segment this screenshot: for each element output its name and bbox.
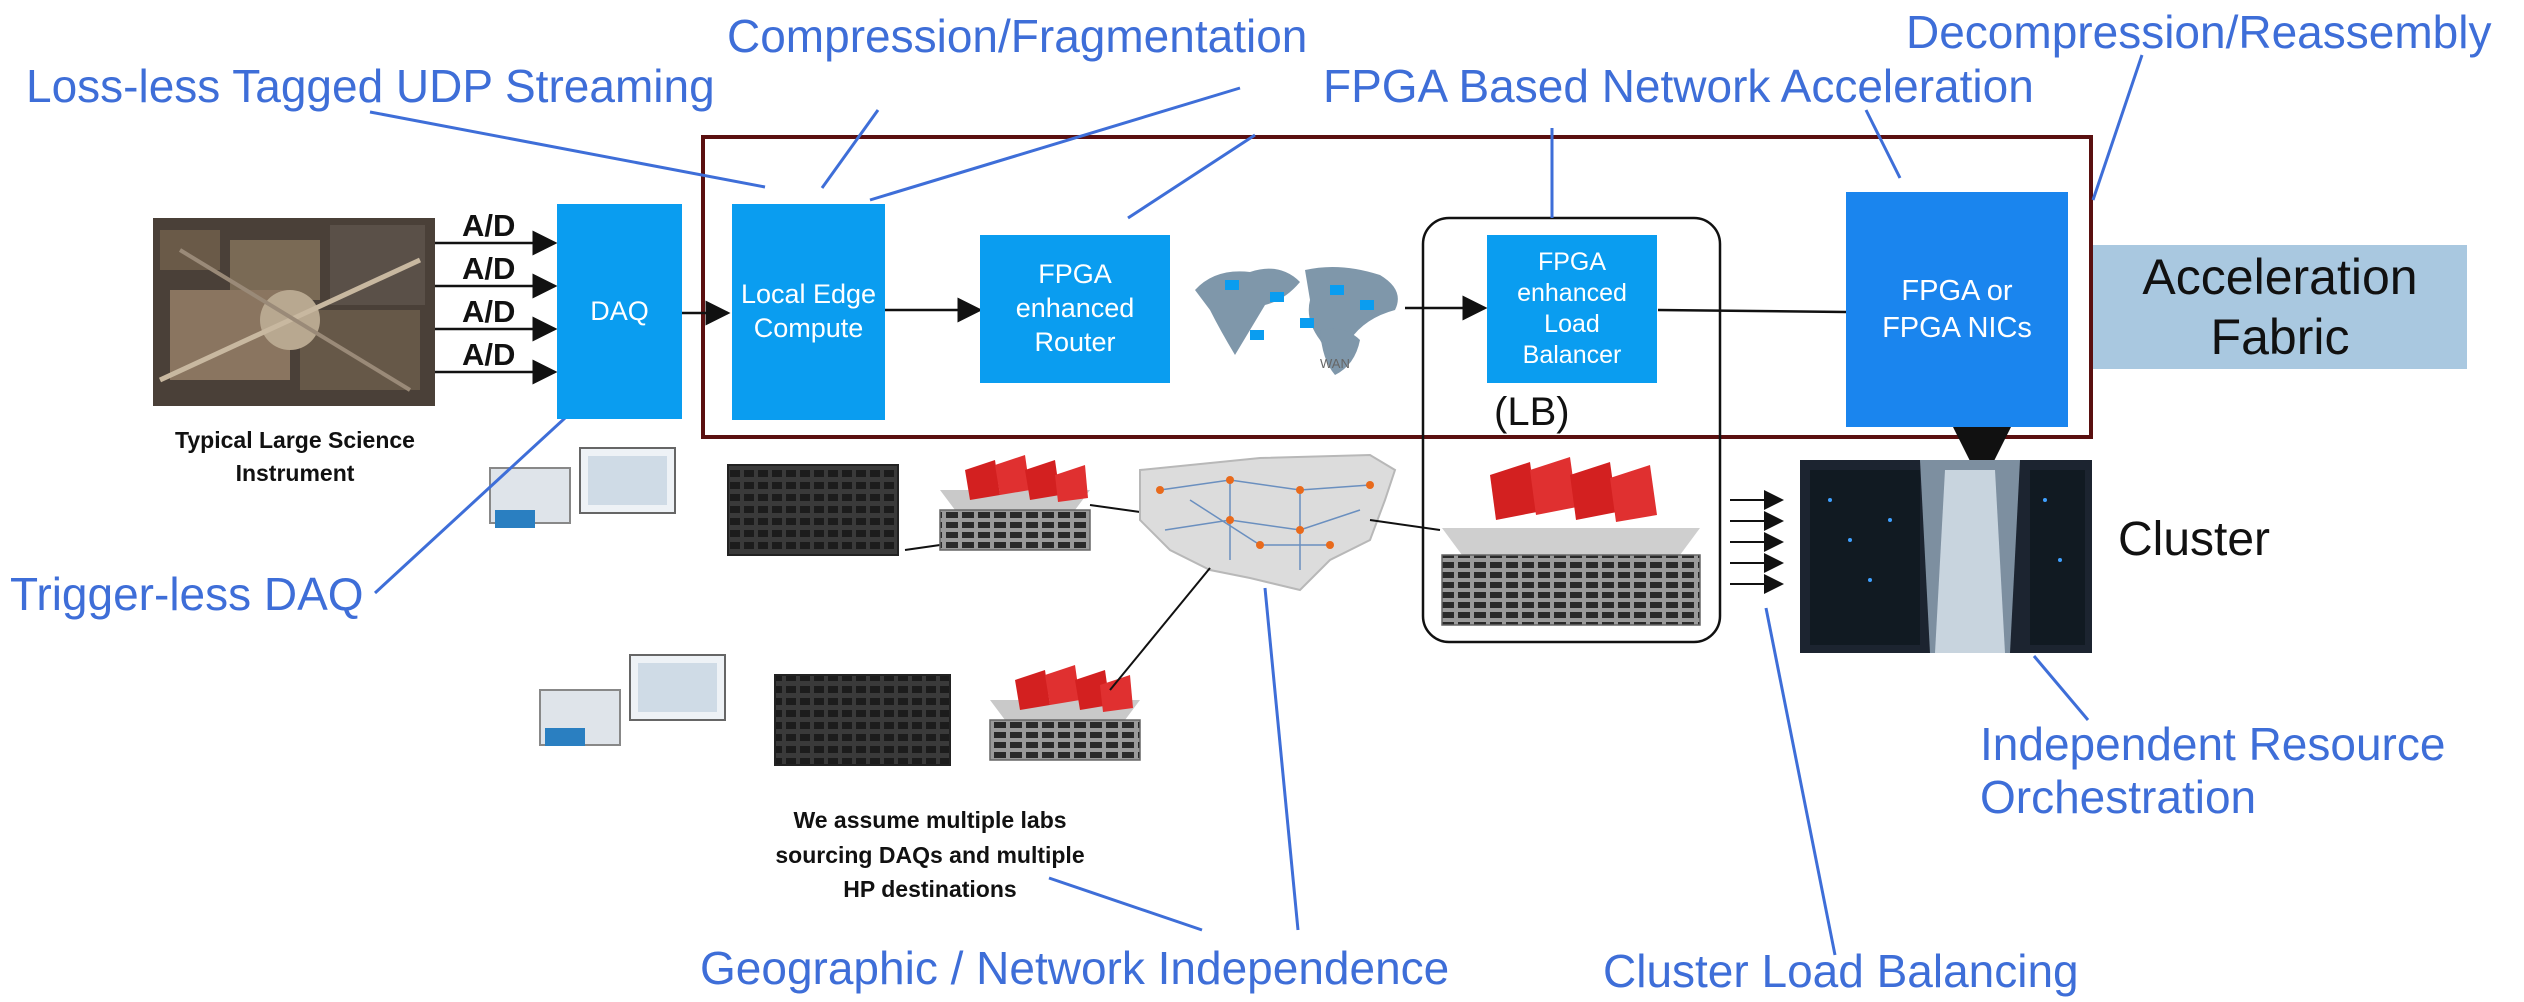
fpga-acceleration-callout: FPGA Based Network Acceleration: [1323, 60, 2034, 112]
edge-line-2: Compute: [753, 313, 864, 343]
labs-caption-line-2: sourcing DAQs and multiple: [775, 841, 1085, 868]
fpga-load-balancer-switch-image: [1441, 457, 1701, 626]
nics-line-1: FPGA or: [1901, 275, 2013, 308]
cluster-datacenter-photo: [1800, 460, 2092, 653]
lb-line-1: FPGA: [1537, 247, 1607, 276]
instrument-caption-line-2: Instrument: [235, 460, 355, 487]
nics-line-2: FPGA NICs: [1882, 311, 2032, 344]
lossless-udp-callout: Loss-less Tagged UDP Streaming: [26, 60, 715, 112]
fpga-nics-box: FPGA or FPGA NICs: [1846, 192, 2068, 427]
server-rack-image: [727, 464, 899, 556]
server-rack-image-2: [774, 674, 951, 766]
world-map-icon: [1195, 266, 1398, 375]
ad-label-4: A/D: [462, 337, 516, 372]
fpga-router-box: FPGA enhanced Router: [980, 235, 1170, 383]
decompression-callout: Decompression/Reassembly: [1906, 6, 2492, 58]
compression-callout: Compression/Fragmentation: [727, 10, 1308, 62]
independent-resource-line-2: Orchestration: [1980, 770, 2257, 823]
accel-fabric-line-2: Fabric: [2210, 309, 2350, 365]
triggerless-daq-callout: Trigger-less DAQ: [10, 568, 364, 620]
edge-line-1: Local Edge: [740, 279, 877, 310]
lb-label: (LB): [1494, 390, 1570, 434]
router-line-3: Router: [1034, 326, 1116, 357]
geographic-independence-callout: Geographic / Network Independence: [700, 942, 1450, 994]
instrument-caption-line-1: Typical Large Science: [175, 427, 415, 453]
independent-resource-line-1: Independent Resource: [1980, 718, 2446, 770]
instrument-caption: Typical Large Science Instrument: [140, 424, 450, 491]
ad-label-1: A/D: [462, 208, 516, 243]
ad-label-3: A/D: [462, 294, 516, 329]
wan-label: WAN: [1320, 356, 1350, 371]
load-balancer-frame: [1421, 216, 1722, 644]
cluster-load-balancing-callout: Cluster Load Balancing: [1603, 945, 2079, 997]
router-line-1: FPGA: [1038, 259, 1112, 290]
us-network-map: [1139, 453, 1397, 592]
accel-fabric-line-1: Acceleration: [2142, 249, 2418, 305]
router-line-2: enhanced: [1015, 293, 1135, 324]
fpga-switch-image-1: [939, 455, 1091, 551]
lb-line-3: Load: [1544, 310, 1600, 338]
labs-caption: We assume multiple labs sourcing DAQs an…: [720, 803, 1140, 907]
lb-line-2: enhanced: [1517, 278, 1627, 307]
ad-label-2: A/D: [462, 251, 516, 286]
local-edge-compute-box: Local Edge Compute: [732, 204, 885, 420]
daq-workstation-image-2: [539, 654, 726, 746]
fpga-switch-image-2: [989, 665, 1141, 761]
daq-box: DAQ: [557, 204, 682, 419]
fpga-load-balancer-box: FPGA enhanced Load Balancer: [1487, 235, 1657, 383]
acceleration-fabric-label: Acceleration Fabric: [2093, 245, 2467, 369]
cluster-label: Cluster: [2118, 513, 2271, 566]
daq-workstation-image: [489, 447, 676, 528]
labs-caption-line-1: We assume multiple labs: [793, 807, 1067, 833]
science-instrument-photo: [153, 218, 435, 406]
labs-caption-line-3: HP destinations: [843, 876, 1017, 902]
acceleration-fabric-frame: [701, 135, 2093, 439]
independent-resource-callout: Independent Resource Orchestration: [1980, 718, 2445, 824]
lb-line-4: Balancer: [1522, 341, 1622, 370]
